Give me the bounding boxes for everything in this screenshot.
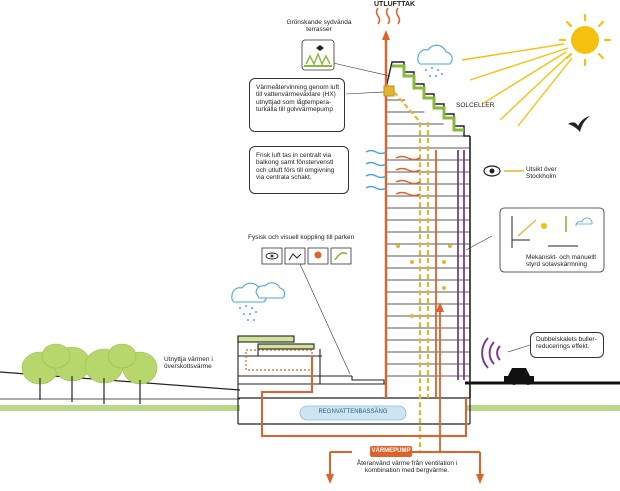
heat-pump-label: VÄRMEPUMP <box>371 448 411 454</box>
heat-exchanger-box <box>383 85 395 97</box>
heat-loop-pipe <box>261 356 484 484</box>
heat-zone-dashed <box>245 349 313 371</box>
park-trees <box>21 343 158 404</box>
shading-mini-diagram <box>499 207 605 273</box>
noise-reduction-callout: Dubbelskalets buller-reducerings effekt. <box>530 332 604 358</box>
solar-cells <box>457 150 465 380</box>
yellow-dashed-shaft <box>393 91 430 454</box>
shading-label: Mekaniskt- och manuellt styrd solavskärm… <box>526 254 597 269</box>
heat-arrows <box>395 155 421 197</box>
noise-reduction-text: Dubbelskalets buller-reducerings effekt. <box>536 336 597 351</box>
excess-heat-label: Utnyttja värmen i överskottsvärme <box>164 356 213 371</box>
car-icon <box>504 368 534 385</box>
green-terraces-label: Grönskande sydvända terrasser <box>286 19 352 34</box>
park-connection-icons <box>261 247 352 265</box>
heat-recovery-callout: Värmeåtervinning genom luft till vattenv… <box>249 78 345 132</box>
bird-icon <box>568 116 590 132</box>
fresh-air-text: Frisk luft tas in centralt via balkong s… <box>256 152 335 182</box>
noise-waves-icon <box>481 337 501 369</box>
fresh-air-arrows <box>365 149 387 191</box>
exhaust-duct <box>375 7 401 398</box>
park-connection-label: Fysisk och visuell koppling till parken <box>248 234 355 241</box>
fresh-air-callout: Frisk luft tas in centralt via balkong s… <box>249 146 349 194</box>
eye-icon <box>483 165 501 177</box>
green-terrace-icon <box>301 39 335 71</box>
solar-cells-label: SOLCELLER <box>456 102 495 109</box>
tower-plants <box>396 244 452 318</box>
rainwater-basin <box>299 405 407 421</box>
reused-heat-label: Återanvänd värme från ventilation i komb… <box>356 460 458 475</box>
view-label: Utsikt över Stockholm <box>526 166 557 181</box>
exhaust-roof-label: UTLUFTTAK <box>374 1 416 8</box>
heat-pump-box: VÄRMEPUMP <box>370 446 412 457</box>
core-pipes <box>435 150 444 452</box>
sun-icon <box>461 13 612 127</box>
rain-cloud-icon <box>231 44 453 321</box>
heat-recovery-text: Värmeåtervinning genom luft till vattenv… <box>256 84 340 114</box>
rainwater-basin-label: REGNVATTENBASSÄNG <box>318 409 388 415</box>
